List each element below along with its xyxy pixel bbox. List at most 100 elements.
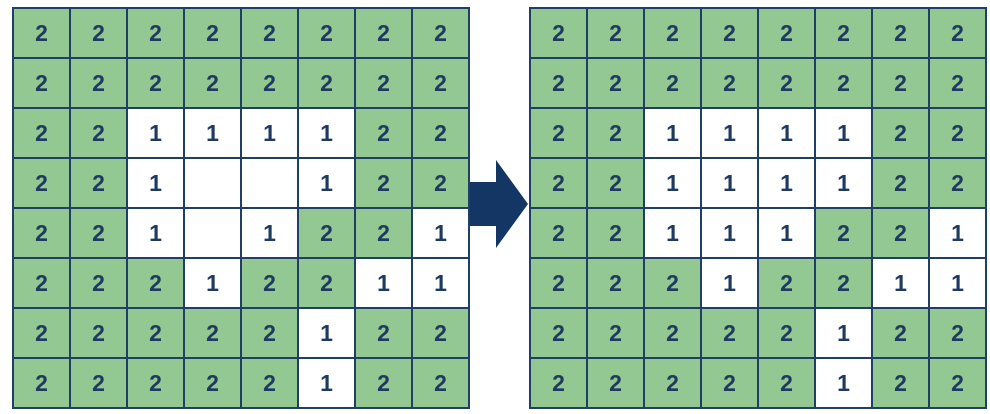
grid-cell: 2 [242,59,299,109]
grid-cell: 1 [759,159,816,209]
grid-cell: 2 [873,9,930,59]
grid-cell: 1 [185,109,242,159]
grid-cell: 2 [413,109,470,159]
grid-cell: 2 [930,59,987,109]
grid-cell: 2 [14,9,71,59]
grid-cell: 2 [14,359,71,409]
grid-cell: 1 [242,109,299,159]
grid-cell: 2 [531,259,588,309]
grid-cell: 2 [128,259,185,309]
grid-cell: 2 [356,9,413,59]
grid-cell: 2 [531,9,588,59]
grid-cell: 2 [14,159,71,209]
grid-cell: 2 [588,159,645,209]
grid-cell: 1 [645,109,702,159]
grid-cell: 2 [702,359,759,409]
grid-cell: 2 [531,309,588,359]
grid-cell: 2 [14,309,71,359]
grid-cell: 2 [356,109,413,159]
grid-cell: 2 [645,259,702,309]
grid-cell: 2 [930,159,987,209]
grid-cell: 1 [242,209,299,259]
grid-cell: 2 [299,59,356,109]
grid-cell: 1 [645,159,702,209]
grid-cell: 2 [645,59,702,109]
grid-cell: 2 [702,9,759,59]
grid-cell: 1 [816,159,873,209]
grid-cell: 2 [71,59,128,109]
grid-cell: 2 [356,159,413,209]
grid-cell: 1 [702,159,759,209]
grid-cell: 2 [299,9,356,59]
grid-cell: 2 [413,9,470,59]
grid-cell: 2 [14,259,71,309]
grid-cell: 2 [531,359,588,409]
grid-cell: 2 [759,309,816,359]
grid-cell: 2 [356,309,413,359]
grid-cell: 2 [242,309,299,359]
grid-cell [185,209,242,259]
grid-cell: 2 [930,109,987,159]
grid-cell: 2 [759,259,816,309]
grid-cell: 2 [185,9,242,59]
grid-cell: 2 [14,209,71,259]
grid-cell: 2 [873,109,930,159]
grid-cell: 1 [759,109,816,159]
grid-cell: 2 [873,359,930,409]
grid-cell: 2 [128,309,185,359]
grid-cell: 2 [413,159,470,209]
grid-cell [242,159,299,209]
grid-cell: 2 [531,109,588,159]
grid-cell: 2 [71,109,128,159]
grid-cell: 2 [71,259,128,309]
grid-cell: 2 [356,59,413,109]
grid-cell: 1 [759,209,816,259]
grid-cell: 1 [930,209,987,259]
grid-cell: 2 [873,209,930,259]
grid-cell: 2 [816,259,873,309]
grid-cell: 1 [873,259,930,309]
grid-cell: 1 [299,309,356,359]
grid-cell: 2 [531,209,588,259]
grid-cell: 2 [588,109,645,159]
grid-cell: 2 [531,159,588,209]
grid-cell: 1 [128,109,185,159]
grid-cell: 2 [816,209,873,259]
grid-cell: 2 [645,309,702,359]
grid-cell: 1 [702,209,759,259]
grid-cell: 2 [930,9,987,59]
grid-cell: 2 [71,159,128,209]
grid-cell: 2 [299,209,356,259]
grid-cell: 2 [873,159,930,209]
grid-cell: 2 [930,309,987,359]
grid-cell: 2 [71,359,128,409]
grid-cell: 2 [930,359,987,409]
grid-cell: 2 [645,9,702,59]
grid-cell: 1 [128,159,185,209]
grid-cell [185,159,242,209]
right-arrow-icon [470,160,528,248]
grid-cell: 2 [588,59,645,109]
grid-cell: 1 [702,259,759,309]
grid-cell: 2 [588,359,645,409]
grid-cell: 1 [930,259,987,309]
grid-cell: 2 [413,359,470,409]
grid-cell: 2 [702,59,759,109]
grid-cell: 2 [873,309,930,359]
grid-cell: 2 [242,9,299,59]
grid-cell: 2 [588,209,645,259]
grid-cell: 2 [759,359,816,409]
grid-cell: 2 [588,259,645,309]
grid-cell: 2 [185,359,242,409]
grid-cell: 2 [299,259,356,309]
grid-cell: 2 [759,9,816,59]
grid-cell: 2 [71,309,128,359]
grid-cell: 2 [356,359,413,409]
grid-cell: 2 [128,59,185,109]
grid-cell: 2 [588,9,645,59]
grid-cell: 1 [356,259,413,309]
grid-cell: 1 [299,159,356,209]
grid-cell: 2 [816,9,873,59]
